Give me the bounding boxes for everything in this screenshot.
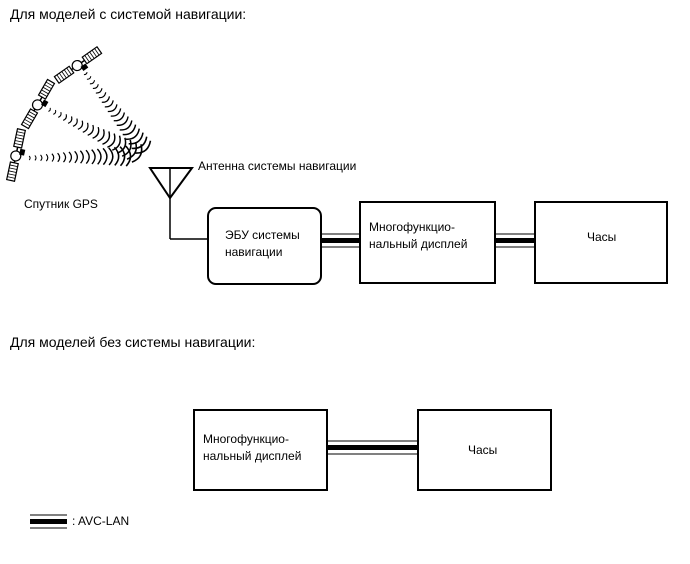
avc-lan-bus-mfd-clock: [495, 233, 535, 248]
satellite-icon: [53, 45, 103, 85]
gps-satellite-label: Спутник GPS: [24, 197, 98, 211]
avc-lan-bus-mfd-clock-no-nav: [327, 440, 418, 455]
heading-with-navigation: Для моделей с системой навигации:: [10, 6, 247, 22]
multi-display-label-line1: Многофункцио-: [369, 220, 455, 234]
multi-display-label-line2: нальный дисплей: [369, 237, 468, 251]
legend-avc-lan-label: : AVC-LAN: [72, 514, 130, 528]
heading-without-navigation: Для моделей без системы навигации:: [10, 334, 256, 350]
satellite-icon: [20, 78, 56, 130]
antenna-icon: [148, 167, 208, 240]
multi-display-label-line1: Многофункцио-: [203, 432, 289, 446]
navigation-ecu-label-line1: ЭБУ системы: [225, 228, 300, 242]
navigation-ecu-label-line2: навигации: [225, 245, 283, 259]
multi-display-label-line2: нальный дисплей: [203, 449, 302, 463]
clock-label: Часы: [468, 443, 498, 457]
navigation-ecu-box: ЭБУ системы навигации: [207, 207, 322, 285]
radio-waves-icon: [28, 72, 152, 167]
clock-box-no-nav: Часы: [417, 409, 552, 491]
multi-display-box: Многофункцио- нальный дисплей: [359, 201, 496, 284]
multi-display-box-no-nav: Многофункцио- нальный дисплей: [193, 409, 328, 491]
satellite-icon: [5, 128, 27, 182]
antenna-label: Антенна системы навигации: [198, 159, 357, 173]
clock-box: Часы: [534, 201, 668, 284]
clock-label: Часы: [587, 230, 617, 244]
avc-lan-bus-ecu-mfd: [321, 233, 360, 248]
legend-avc-lan-symbol: [30, 514, 67, 529]
